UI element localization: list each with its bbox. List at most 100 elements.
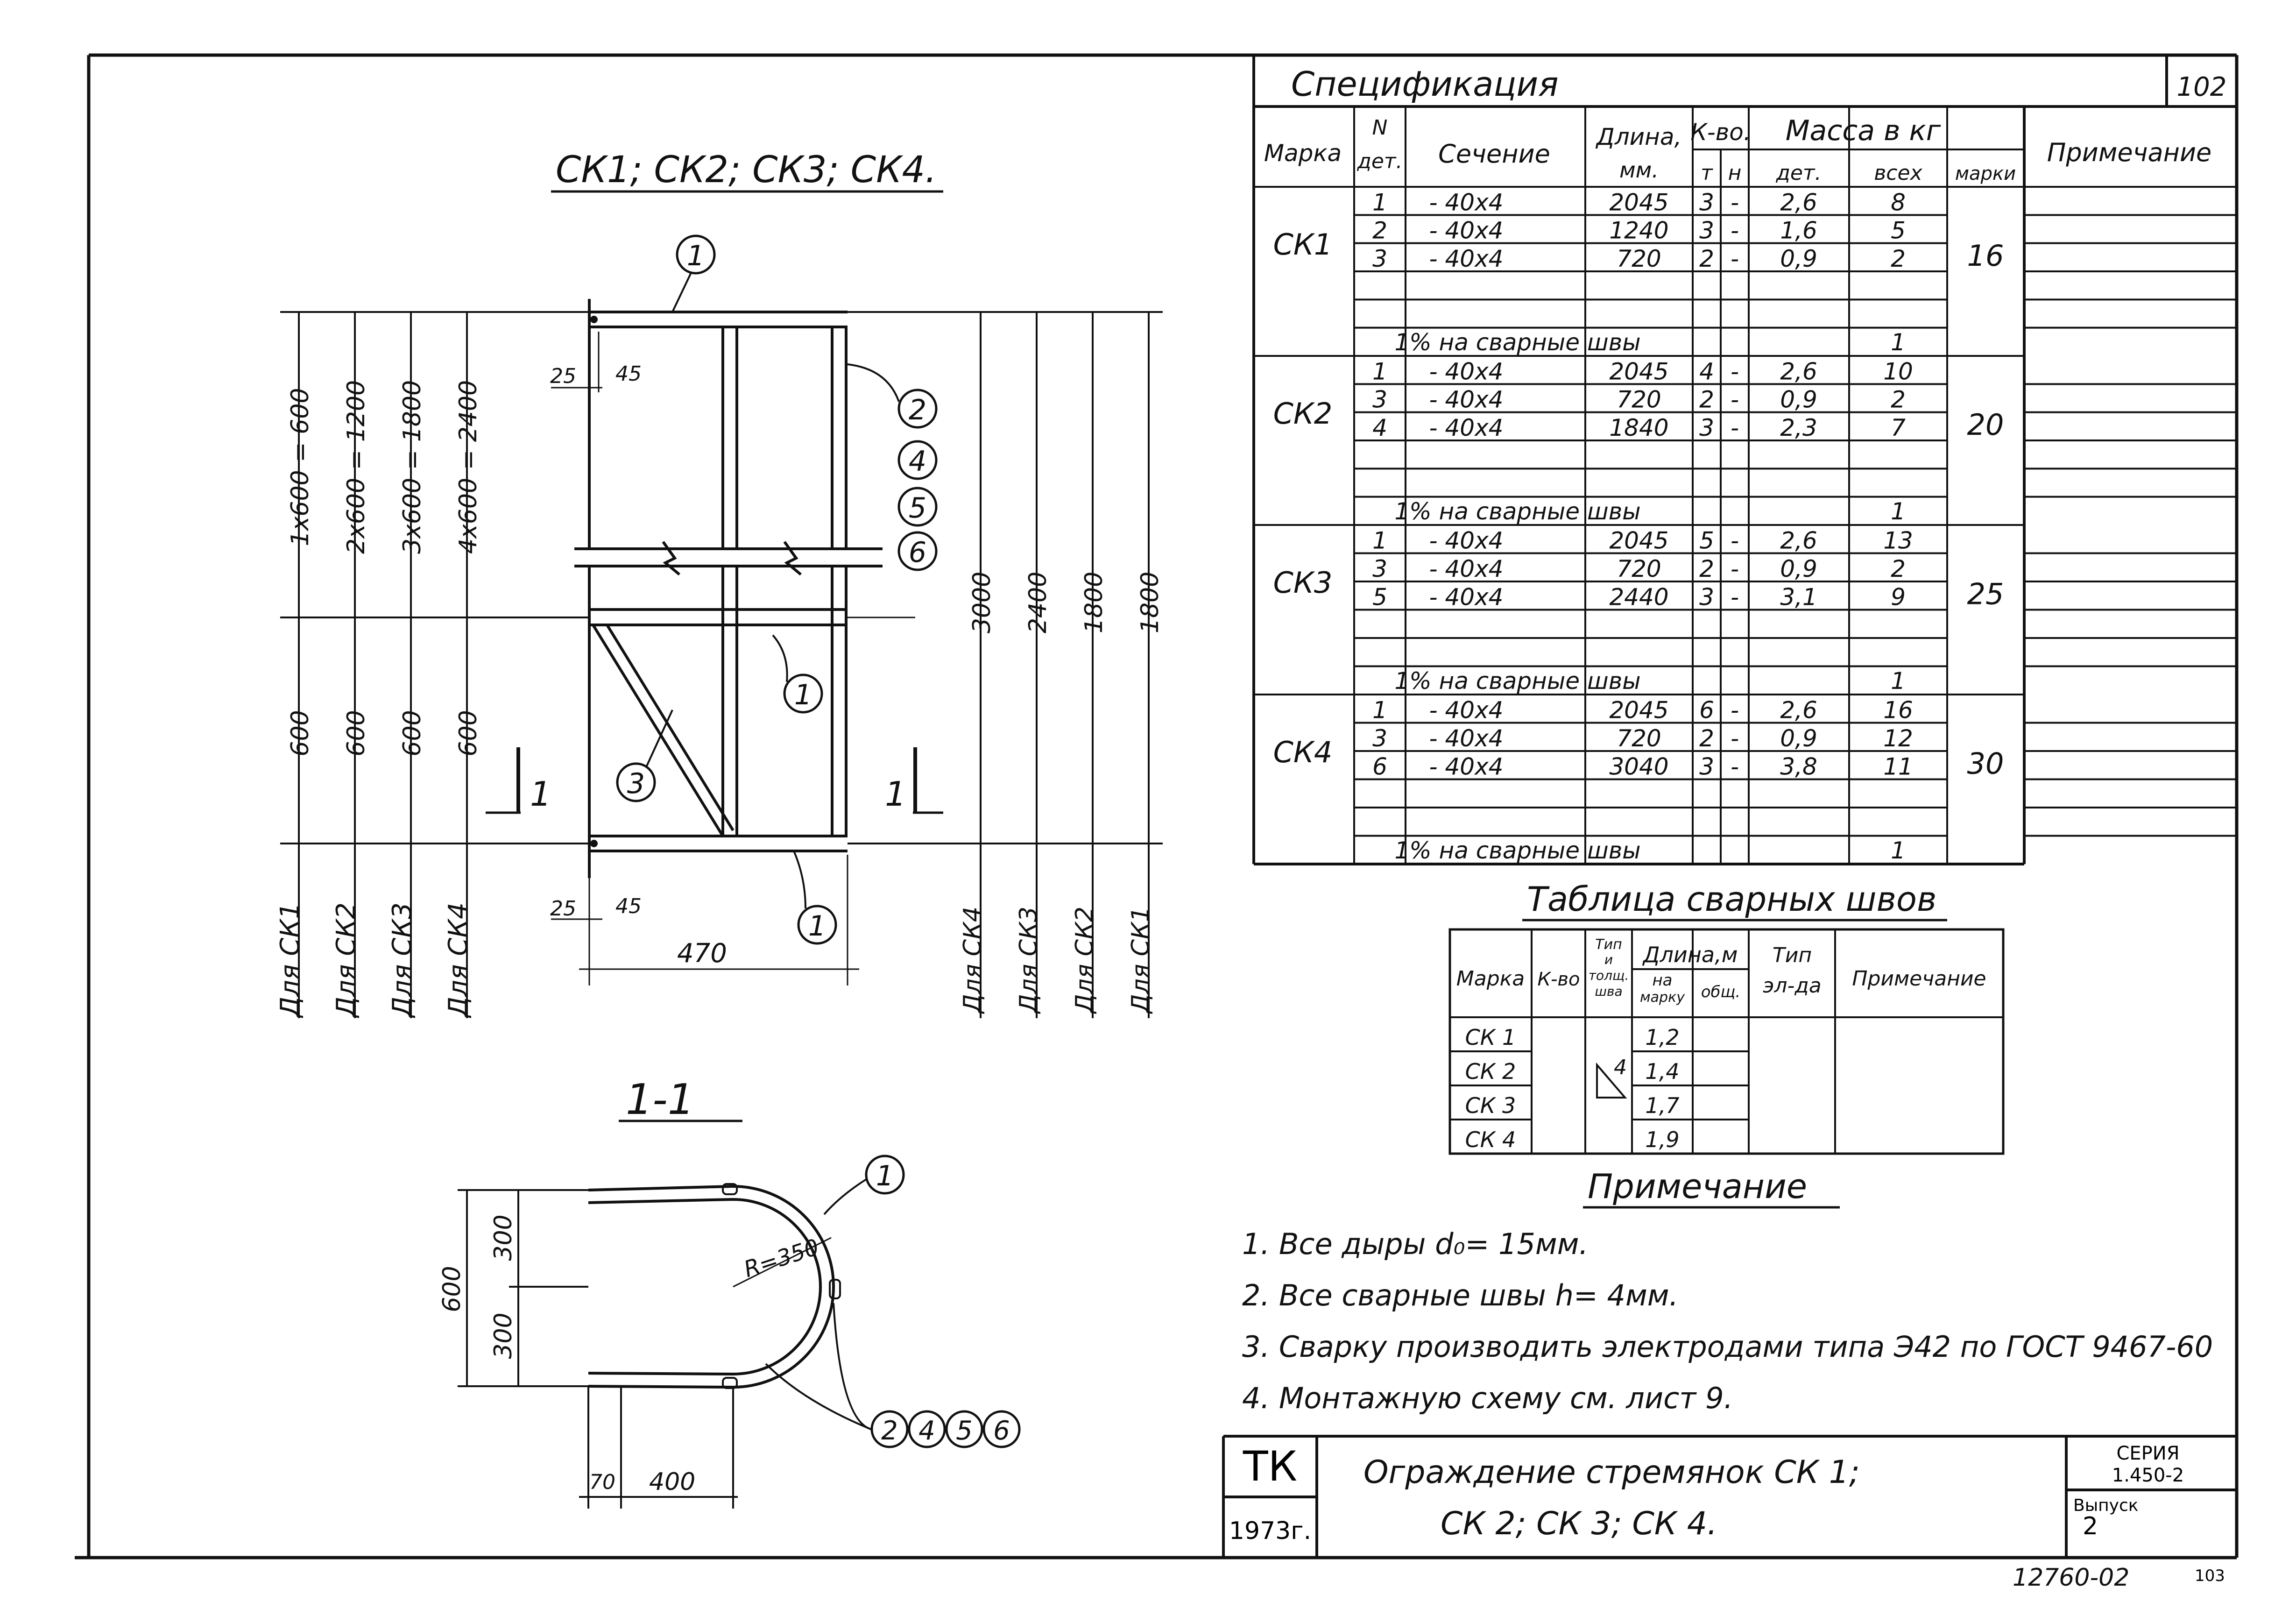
row-mass-det: 2,6 — [1780, 358, 1817, 385]
note-1: 1. Все дыры d₀= 15мм. — [1242, 1227, 1588, 1261]
group-mark: СК4 — [1273, 735, 1333, 769]
row-qty-t: 4 — [1699, 358, 1714, 385]
row-section: - 40х4 — [1429, 555, 1504, 582]
section-mark-right: 1 — [885, 747, 943, 814]
weld-header-type: толщ. — [1589, 968, 1629, 983]
group-total: 16 — [1967, 239, 2004, 273]
row-section: - 40х4 — [1429, 753, 1504, 780]
title-line-1: Ограждение стремянок СК 1; — [1363, 1454, 1860, 1491]
row-weld-value: 1 — [1891, 498, 1906, 525]
header-note: Примечание — [2047, 138, 2212, 167]
row-det: 3 — [1372, 245, 1387, 272]
row-mass-det: 0,9 — [1780, 725, 1817, 752]
svg-text:2: 2 — [881, 1416, 898, 1446]
section-view-1-1: 1-1 R=350 600 300 — [438, 1075, 1021, 1509]
row-mass-det: 2,6 — [1780, 189, 1817, 216]
svg-text:Для СК2: Для СК2 — [1071, 907, 1099, 1014]
row-mass-all: 5 — [1891, 217, 1906, 244]
group-total: 20 — [1967, 408, 2004, 442]
svg-text:Для СК3: Для СК3 — [387, 902, 417, 1019]
row-det: 4 — [1372, 414, 1387, 441]
title-org: ТК — [1243, 1442, 1297, 1490]
weld-row-length: 1,4 — [1645, 1059, 1679, 1084]
row-mass-all: 8 — [1891, 189, 1906, 216]
row-weld: 1% на сварные швы — [1394, 837, 1640, 864]
callout-3: 3 — [616, 709, 673, 802]
right-dimension-lines — [848, 311, 1163, 1018]
svg-text:1: 1 — [794, 679, 812, 711]
row-qty-t: 2 — [1699, 725, 1714, 752]
weld-header-total: общ. — [1701, 983, 1741, 1001]
row-section: - 40х4 — [1429, 386, 1504, 413]
row-mass-all: 2 — [1891, 555, 1906, 582]
section-callout-1: 1 — [823, 1155, 905, 1215]
row-qty-t: 2 — [1699, 386, 1714, 413]
svg-text:Для СК4: Для СК4 — [959, 907, 987, 1014]
svg-text:Для СК2: Для СК2 — [331, 902, 361, 1019]
callout-5: 5 — [897, 487, 938, 527]
svg-text:300: 300 — [489, 1214, 517, 1261]
row-qty-n: - — [1731, 725, 1739, 752]
row-mass-all: 9 — [1891, 584, 1906, 611]
row-qty-n: - — [1731, 217, 1739, 244]
row-weld-value: 1 — [1891, 329, 1906, 356]
header-mass-mark: марки — [1955, 163, 2016, 184]
group-mark: СК3 — [1273, 566, 1333, 600]
row-length: 1240 — [1609, 217, 1668, 244]
row-mass-all: 2 — [1891, 245, 1906, 272]
row-det: 1 — [1372, 189, 1387, 216]
notes: Примечание 1. Все дыры d₀= 15мм. 2. Все … — [1242, 1167, 2213, 1415]
row-section: - 40х4 — [1429, 697, 1504, 724]
row-length: 720 — [1617, 555, 1661, 582]
svg-text:600: 600 — [286, 710, 314, 756]
guard-frame — [574, 299, 915, 878]
weld-header-type: шва — [1595, 984, 1622, 999]
row-length: 2045 — [1609, 697, 1668, 724]
issue-label: Выпуск — [2073, 1496, 2139, 1515]
row-weld-value: 1 — [1891, 667, 1906, 695]
row-qty-t: 3 — [1699, 217, 1714, 244]
weld-header-el-type: эл-да — [1763, 974, 1822, 998]
series-value: 1.450-2 — [2112, 1465, 2184, 1486]
row-section: - 40х4 — [1429, 189, 1504, 216]
row-section: - 40х4 — [1429, 527, 1504, 554]
spec-grid-lines — [1254, 106, 2237, 865]
row-det: 6 — [1372, 753, 1387, 780]
weld-header-length: Длина,м — [1642, 942, 1738, 967]
svg-text:70: 70 — [589, 1470, 615, 1494]
row-mass-det: 3,1 — [1780, 584, 1817, 611]
spec-title: Спецификация — [1291, 64, 1559, 104]
row-det: 3 — [1372, 555, 1387, 582]
row-weld: 1% на сварные швы — [1394, 667, 1640, 695]
row-qty-n: - — [1731, 527, 1739, 554]
specification-table: Спецификация 102 МаркаNдет.СечениеДлина,… — [1252, 55, 2237, 865]
row-length: 720 — [1617, 245, 1661, 272]
group-mark: СК1 — [1273, 227, 1333, 262]
svg-text:1х600 = 600: 1х600 = 600 — [286, 388, 314, 546]
svg-text:3000: 3000 — [968, 572, 996, 633]
weld-header-per-mark: на — [1652, 971, 1672, 990]
svg-text:600: 600 — [454, 710, 482, 756]
header-section: Сечение — [1438, 139, 1550, 169]
row-mass-all: 13 — [1883, 527, 1913, 554]
header-length-unit: мм. — [1619, 157, 1659, 183]
row-det: 2 — [1372, 217, 1387, 244]
note-4: 4. Монтажную схему см. лист 9. — [1242, 1381, 1733, 1415]
svg-text:5: 5 — [909, 492, 926, 525]
row-qty-t: 3 — [1699, 189, 1714, 216]
svg-text:1: 1 — [876, 1160, 894, 1192]
row-mass-all: 12 — [1883, 725, 1913, 752]
svg-text:2400: 2400 — [1024, 572, 1052, 633]
svg-text:45: 45 — [615, 894, 642, 918]
callout-1-top: 1 — [671, 234, 716, 312]
weld-header-el-type: Тип — [1773, 943, 1812, 967]
title-year: 1973г. — [1229, 1517, 1311, 1545]
row-section: - 40х4 — [1429, 725, 1504, 752]
group-mark: СК2 — [1273, 397, 1333, 431]
row-weld: 1% на сварные швы — [1394, 498, 1640, 525]
main-view: СК1; СК2; СК3; СК4. — [275, 149, 1164, 1509]
row-qty-n: - — [1731, 245, 1739, 272]
title-block: ТК 1973г. Ограждение стремянок СК 1; СК … — [1222, 1435, 2237, 1592]
row-qty-n: - — [1731, 584, 1739, 611]
